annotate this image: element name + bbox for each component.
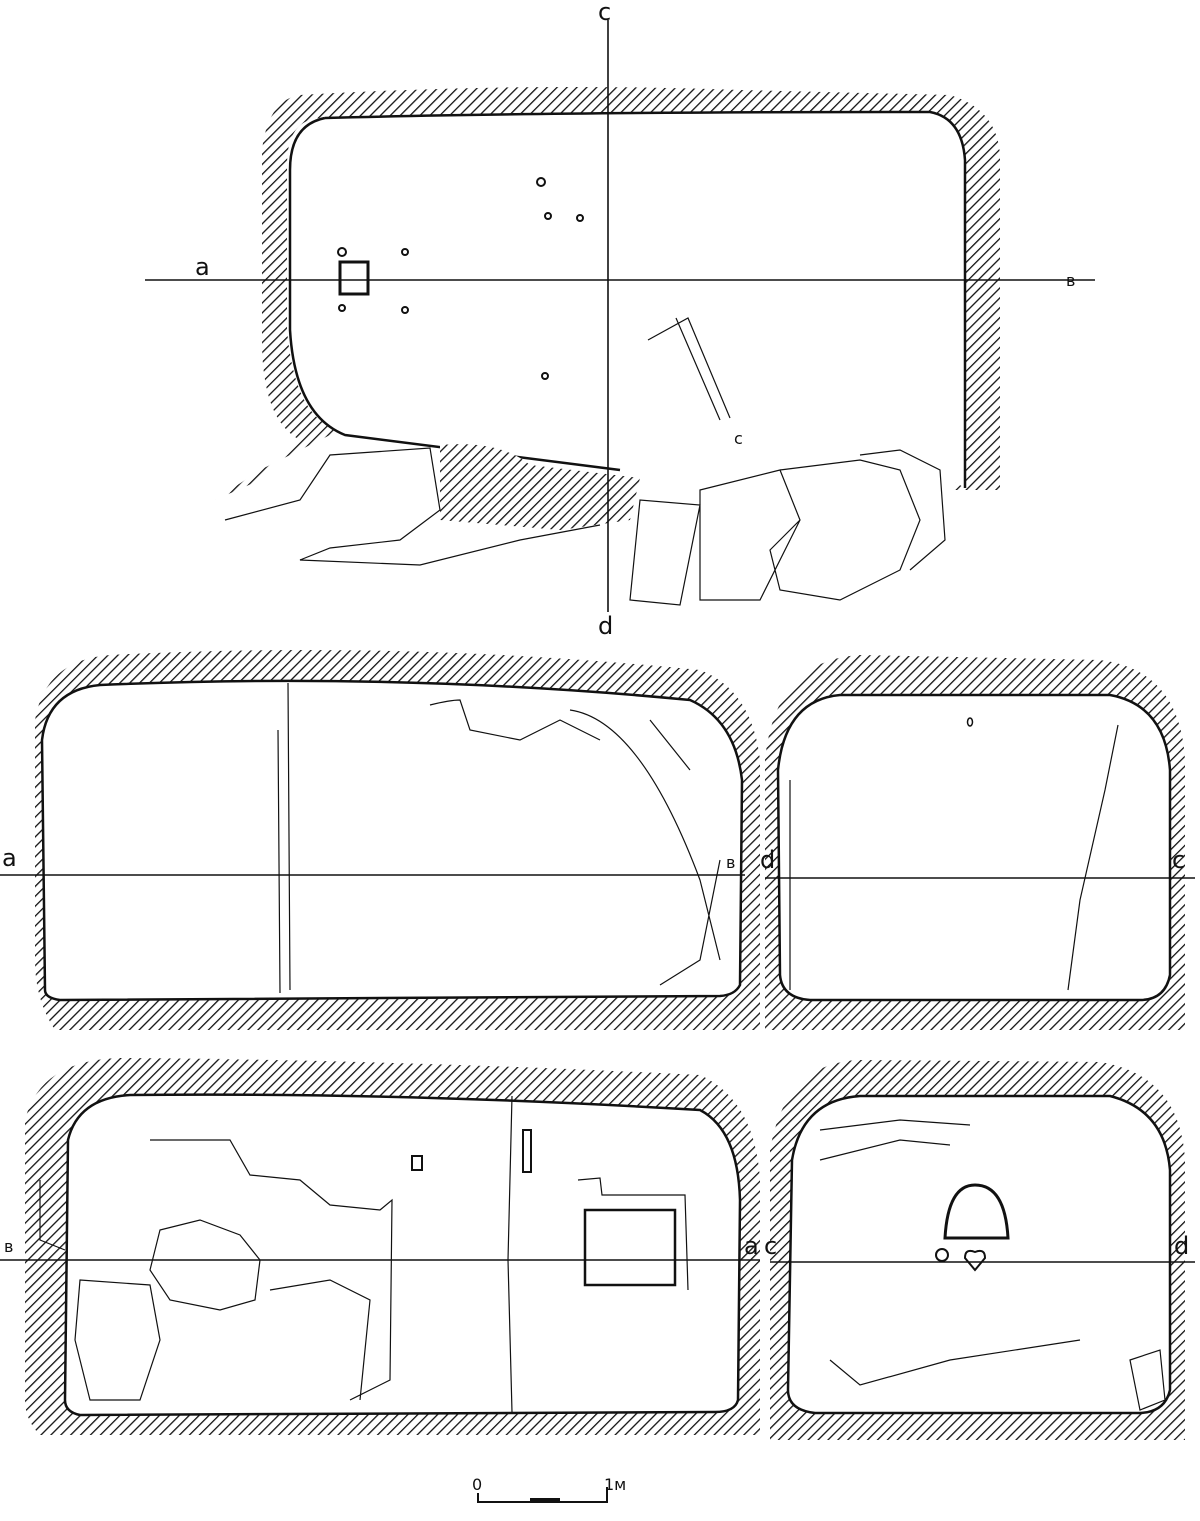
scale-end: 1м [604,1475,626,1494]
plan-view: a в c d c [145,0,1095,640]
section-ba-label-a: a [744,1232,759,1260]
section-ab-label-b: в [726,853,735,872]
scale-bar: 0 1м [472,1475,626,1503]
plan-square-pit [338,260,370,296]
plan-label-d: d [598,612,613,640]
section-dc-label-d: d [760,846,775,874]
plan-postholes [337,177,584,380]
section-dc: d c [760,655,1195,1030]
section-ba-label-b: в [4,1237,13,1256]
section-ba: в a [0,1058,760,1435]
plan-rubble-outline [224,447,946,606]
section-cd-arched-niche [943,1183,1010,1240]
plan-label-b: в [1066,271,1075,290]
section-ab: a в [0,650,760,1030]
section-cd-label-d: d [1174,1232,1189,1260]
section-ba-niche [583,1208,677,1287]
section-cd: c d [764,1060,1195,1440]
section-ab-label-a: a [2,844,17,872]
plan-rock-hatch [215,86,1000,500]
plan-label-c: c [598,0,611,26]
plan-label-niche: c [734,429,743,448]
scale-start: 0 [472,1475,482,1494]
plan-chamber [288,110,967,488]
plan-entrance-rubble [440,444,640,530]
section-cd-label-c: c [764,1232,777,1260]
section-dc-label-c: c [1172,846,1185,874]
plan-label-a: a [195,253,210,281]
plan-niche-lines [647,317,731,421]
